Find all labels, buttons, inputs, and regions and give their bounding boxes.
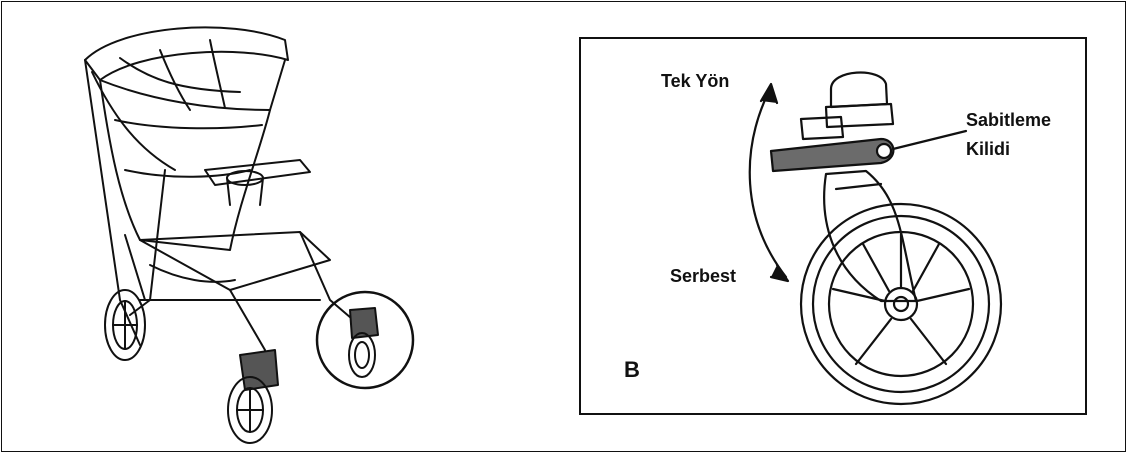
double-arrow-icon xyxy=(748,82,790,283)
stroller-canopy xyxy=(84,26,289,81)
wheel xyxy=(799,202,1003,406)
label-free: Serbest xyxy=(670,266,737,286)
rear-wheel xyxy=(104,289,146,361)
stroller-seat xyxy=(99,79,271,251)
swivel-wheel-illustration xyxy=(748,71,1003,406)
stroller-frame xyxy=(84,59,141,346)
magnifier-circle-icon xyxy=(315,290,415,390)
detail-panel: Tek Yön Serbest Sabitleme Kilidi B xyxy=(579,37,1087,415)
stroller-illustration xyxy=(84,26,415,444)
label-lock-line1: Sabitleme xyxy=(966,110,1052,130)
stroller-tray xyxy=(204,159,311,186)
lock-lever xyxy=(769,137,895,173)
label-lock-line2: Kilidi xyxy=(966,139,1010,159)
panel-label: B xyxy=(624,357,640,382)
caster-fork xyxy=(823,169,918,303)
label-one-way: Tek Yön xyxy=(661,71,730,91)
front-wheel xyxy=(227,376,273,444)
